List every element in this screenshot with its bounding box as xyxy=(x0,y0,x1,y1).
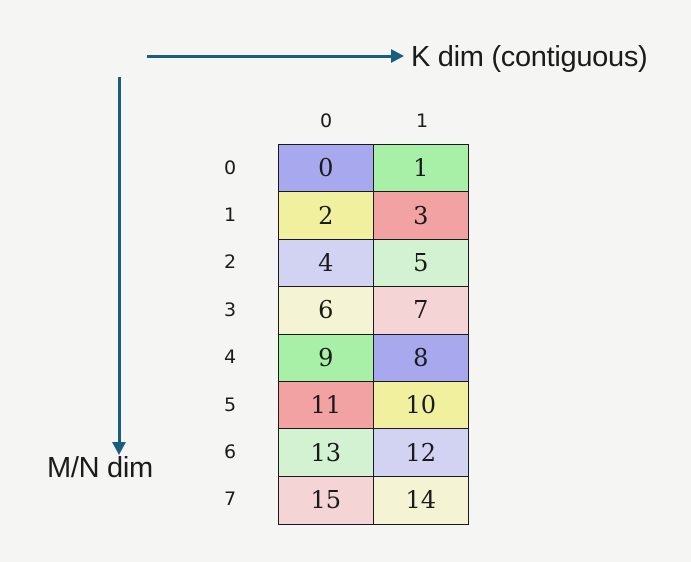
matrix-cell: 5 xyxy=(373,239,468,288)
mn-dim-arrow-line xyxy=(118,77,121,442)
row-label: 4 xyxy=(223,346,237,369)
row-label: 0 xyxy=(223,156,237,179)
matrix-cell: 8 xyxy=(373,334,468,382)
matrix-cell: 4 xyxy=(279,239,374,288)
k-dim-arrow-line xyxy=(147,55,392,58)
row-label: 1 xyxy=(223,204,237,227)
matrix-cell: 14 xyxy=(373,476,468,525)
matrix-cell: 12 xyxy=(373,429,468,477)
matrix-cell: 1 xyxy=(373,145,468,193)
mn-dim-arrowhead-icon xyxy=(112,442,126,455)
matrix-cell: 3 xyxy=(373,192,468,240)
matrix-cell: 9 xyxy=(279,334,374,382)
row-label: 7 xyxy=(223,488,237,511)
mn-dim-label: M/N dim xyxy=(47,452,153,484)
k-dim-label: K dim (contiguous) xyxy=(411,41,648,73)
matrix-cell: 2 xyxy=(279,192,374,240)
matrix-cell: 6 xyxy=(279,287,374,335)
column-header: 1 xyxy=(415,110,429,132)
matrix-cell: 13 xyxy=(279,429,374,477)
row-label: 2 xyxy=(223,251,237,274)
row-label: 3 xyxy=(223,298,237,321)
matrix-row-labels: 0 1 2 3 4 5 6 7 xyxy=(214,144,246,523)
matrix-cell: 15 xyxy=(279,476,374,525)
column-header: 0 xyxy=(319,110,333,132)
row-label: 5 xyxy=(223,393,237,416)
matrix-cell: 10 xyxy=(373,381,468,430)
matrix-cell: 7 xyxy=(373,287,468,335)
matrix-cell: 0 xyxy=(279,145,374,193)
row-label: 6 xyxy=(223,441,237,464)
k-dim-arrowhead-icon xyxy=(391,49,404,63)
matrix-cell: 11 xyxy=(279,381,374,430)
